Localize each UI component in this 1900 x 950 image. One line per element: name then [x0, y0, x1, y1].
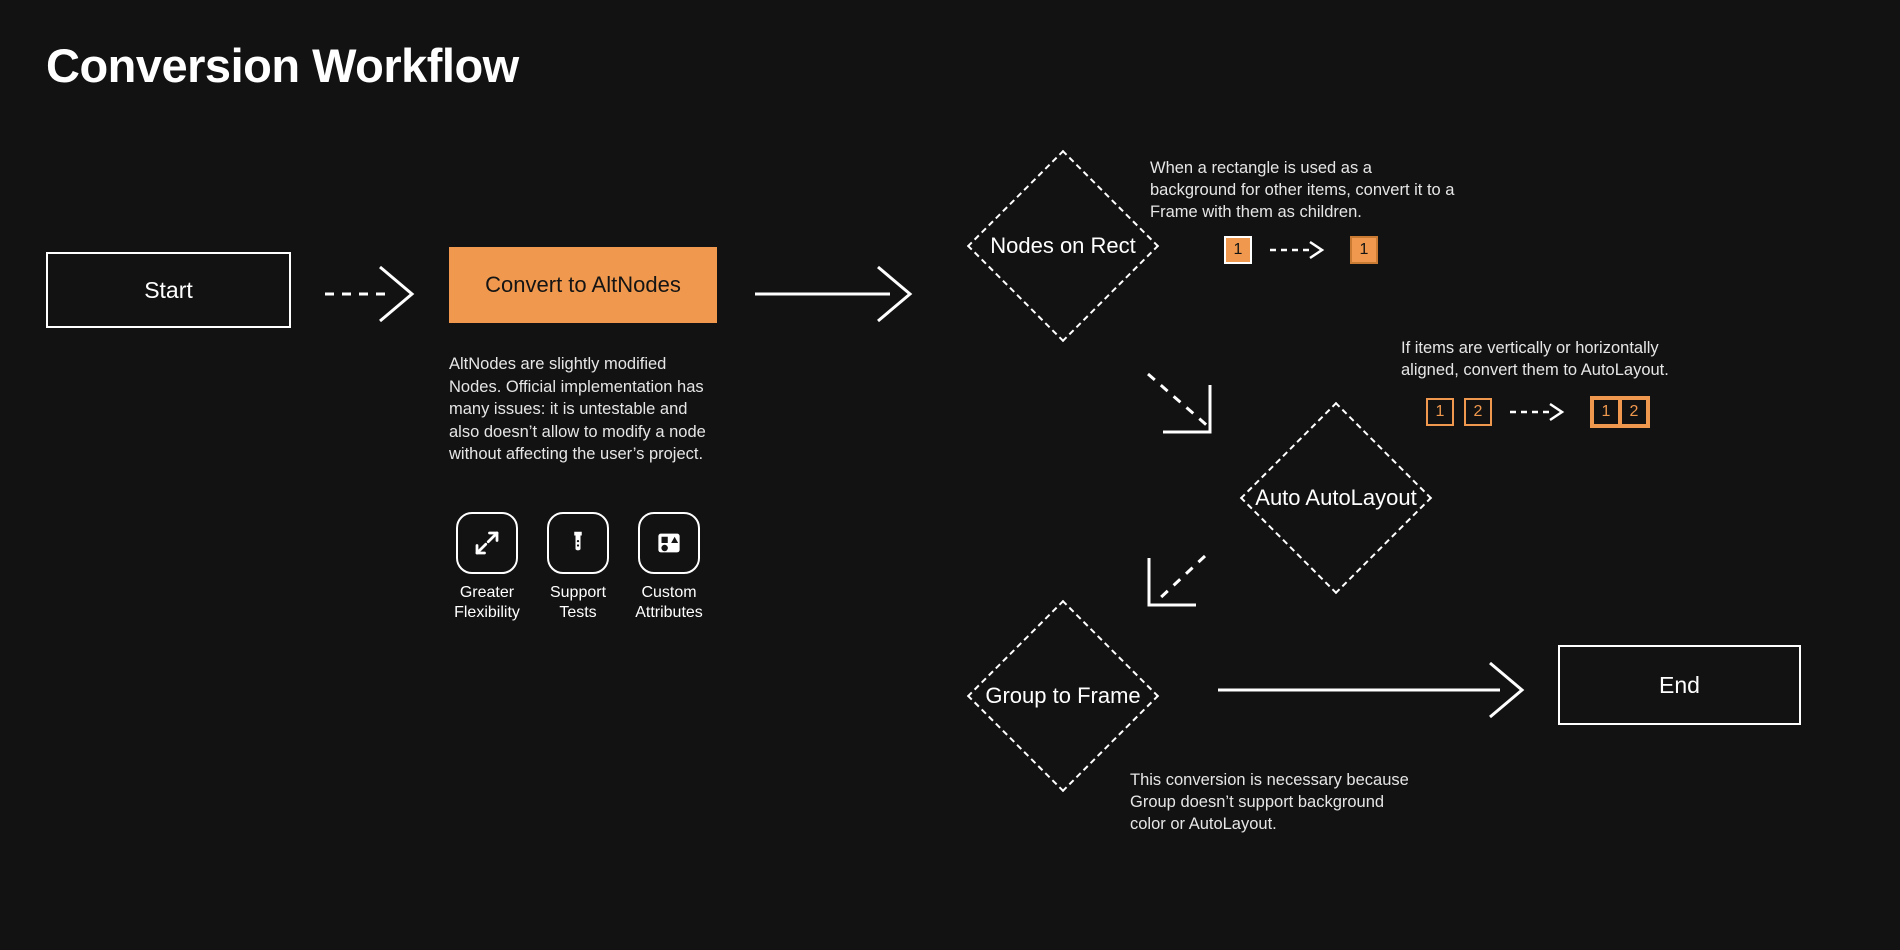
node-end[interactable]: End [1558, 645, 1801, 725]
node-convert-label: Convert to AltNodes [485, 272, 681, 297]
node-start-label: Start [144, 276, 193, 303]
annotation-group-to-frame: This conversion is necessary because Gro… [1130, 771, 1409, 833]
feature-label: Custom Attributes [635, 584, 703, 621]
badge-transform-arrow-icon [1270, 240, 1325, 260]
node-convert-to-altnodes[interactable]: Convert to AltNodes [449, 247, 717, 323]
node-group-to-frame[interactable]: Group to Frame [945, 599, 1181, 793]
badge-before-1: 1 [1426, 398, 1454, 426]
badge-before-2: 2 [1464, 398, 1492, 426]
edge-convert-to-nodesonrect [755, 265, 913, 323]
edge-start-to-convert [325, 265, 415, 323]
feature-greater-flexibility[interactable]: Greater Flexibility [453, 512, 521, 623]
feature-label: Support Tests [549, 584, 607, 621]
node-start[interactable]: Start [46, 252, 291, 328]
edge-nodesonrect-to-autoautolayout [1147, 372, 1212, 434]
node-end-label: End [1659, 671, 1700, 698]
badge-before-1: 1 [1224, 236, 1252, 264]
badge-row-nodes-on-rect: 1 1 [1224, 236, 1378, 264]
badge-after-group: 1 2 [1590, 396, 1650, 428]
shapes-attributes-icon [638, 512, 700, 574]
page-title: Conversion Workflow [46, 39, 519, 92]
feature-label: Greater Flexibility [454, 584, 520, 621]
expand-arrows-icon [456, 512, 518, 574]
edge-autoautolayout-to-grouptoframe [1147, 554, 1207, 607]
test-tube-icon [547, 512, 609, 574]
badge-after-2: 2 [1620, 398, 1648, 426]
feature-support-tests[interactable]: Support Tests [544, 512, 612, 623]
node-group-to-frame-label: Group to Frame [985, 683, 1141, 708]
node-auto-autolayout-label: Auto AutoLayout [1255, 485, 1417, 510]
annotation-nodes-on-rect: When a rectangle is used as a background… [1150, 159, 1455, 221]
convert-description: AltNodes are slightly modified Nodes. Of… [449, 355, 706, 464]
feature-custom-attributes[interactable]: Custom Attributes [635, 512, 703, 623]
node-nodes-on-rect-label: Nodes on Rect [990, 233, 1136, 258]
node-nodes-on-rect[interactable]: Nodes on Rect [945, 149, 1181, 343]
feature-list: Greater Flexibility Support Tests [453, 512, 703, 623]
edge-grouptoframe-to-end [1218, 661, 1525, 719]
badge-row-auto-autolayout: 1 2 1 2 [1426, 396, 1650, 428]
node-auto-autolayout[interactable]: Auto AutoLayout [1218, 401, 1454, 595]
badge-after-1: 1 [1592, 398, 1620, 426]
annotation-auto-autolayout: If items are vertically or horizontally … [1401, 339, 1669, 379]
badge-after-1: 1 [1350, 236, 1378, 264]
badge-transform-arrow-icon [1510, 402, 1565, 422]
